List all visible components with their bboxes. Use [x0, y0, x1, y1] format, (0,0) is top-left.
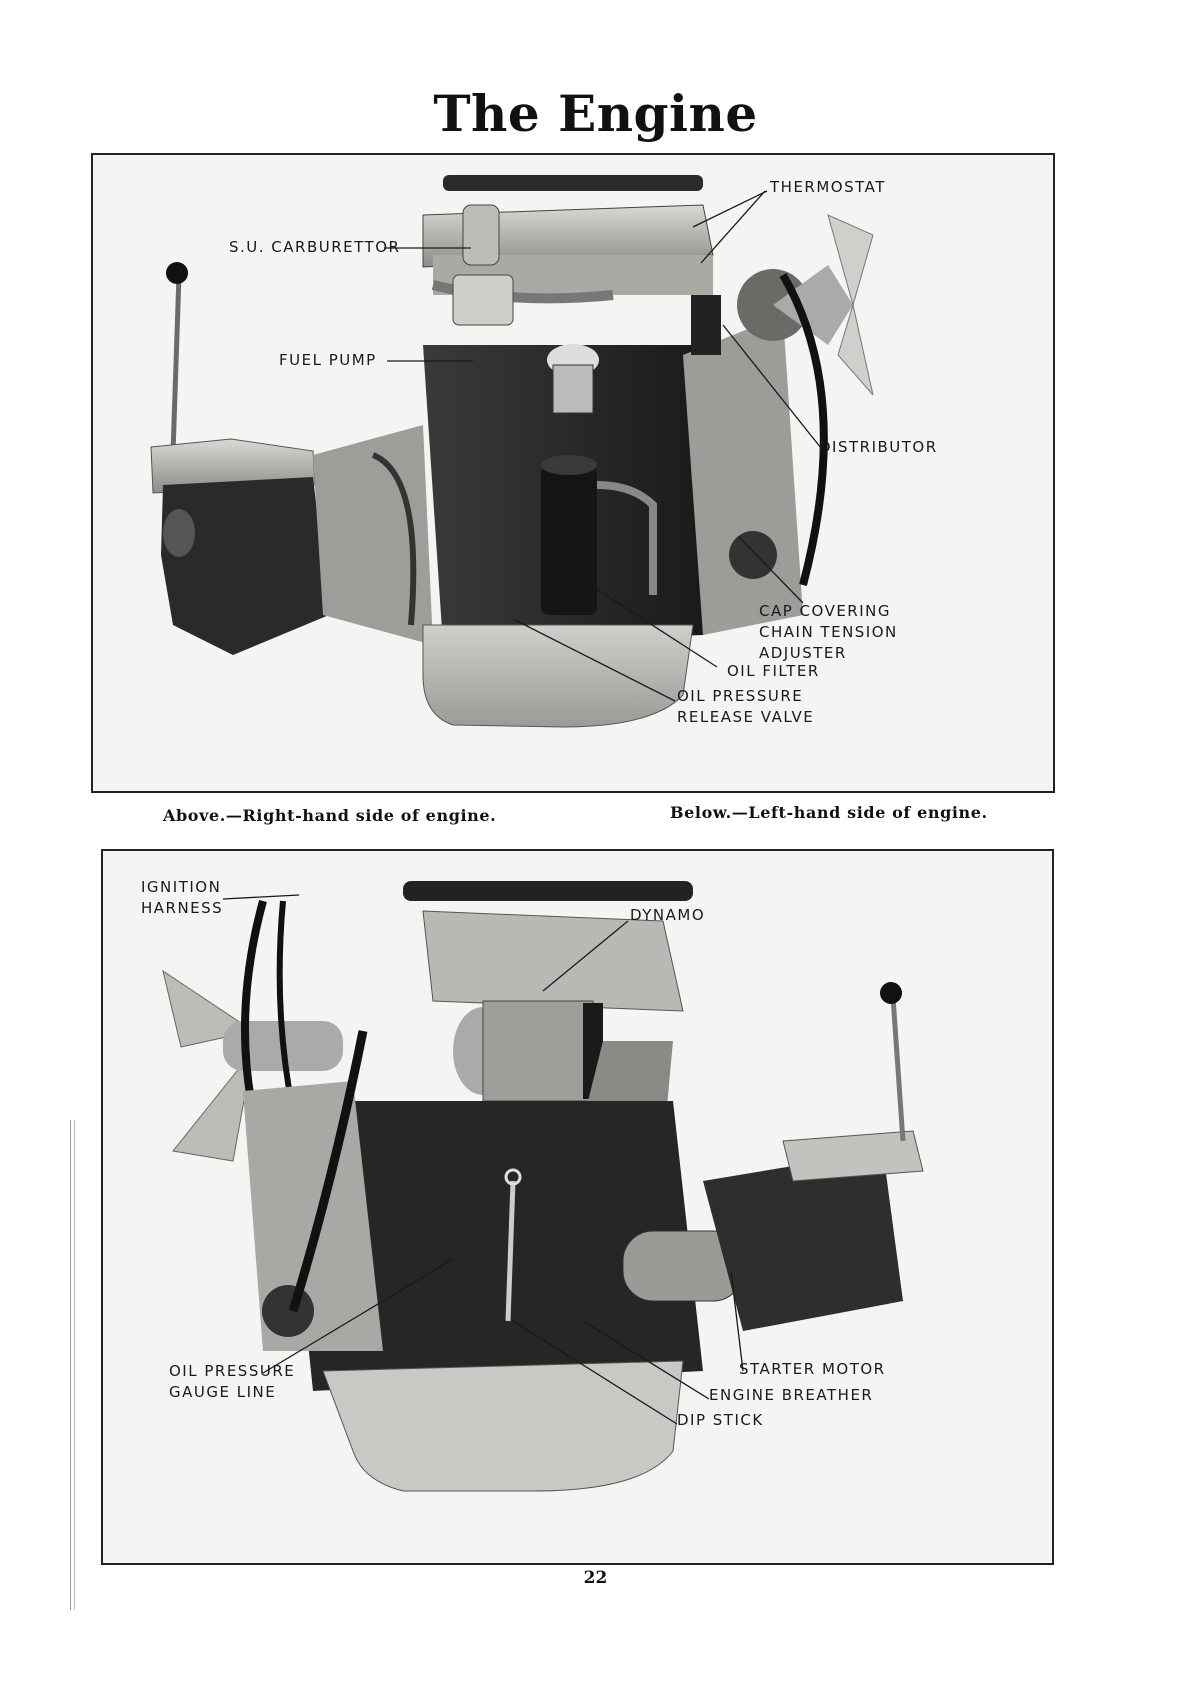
- dynamo-label: DYNAMO: [630, 905, 705, 926]
- distributor-label: DISTRIBUTOR: [819, 437, 938, 458]
- thermostat-label: THERMOSTAT: [770, 177, 886, 198]
- engine-breather-label: ENGINE BREATHER: [709, 1385, 873, 1406]
- dip-stick-label: DIP STICK: [677, 1410, 764, 1431]
- oil-pressure-gauge-label: OIL PRESSURE GAUGE LINE: [169, 1361, 295, 1403]
- cap-covering-label: CAP COVERING CHAIN TENSION ADJUSTER: [759, 601, 898, 664]
- lower-engine-photo: IGNITION HARNESS DYNAMO OIL PRESSURE GAU…: [101, 849, 1054, 1565]
- su-carburettor-label: S.U. CARBURETTOR: [229, 237, 400, 258]
- binding-edge: [70, 1120, 75, 1610]
- starter-motor-label: STARTER MOTOR: [739, 1359, 886, 1380]
- ignition-harness-label: IGNITION HARNESS: [141, 877, 223, 919]
- lower-caption: Below.—Left-hand side of engine.: [670, 803, 988, 822]
- upper-caption: Above.—Right-hand side of engine.: [163, 806, 496, 825]
- oil-pressure-release-label: OIL PRESSURE RELEASE VALVE: [677, 686, 814, 728]
- upper-engine-photo: S.U. CARBURETTOR FUEL PUMP THERMOSTAT DI…: [91, 153, 1055, 793]
- oil-filter-label: OIL FILTER: [727, 661, 820, 682]
- page-title: The Engine: [0, 84, 1191, 143]
- fuel-pump-label: FUEL PUMP: [279, 350, 377, 371]
- lower-leader-lines: [103, 851, 1052, 1563]
- page-number: 22: [0, 1568, 1191, 1588]
